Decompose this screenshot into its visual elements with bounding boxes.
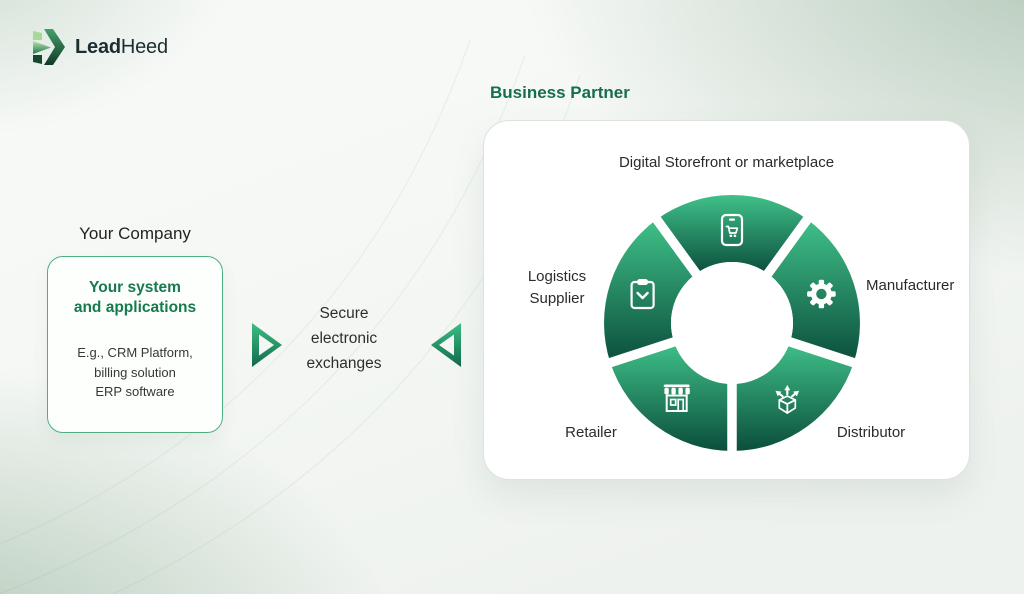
brand-name-light: Heed	[120, 35, 168, 58]
arrow-right-icon	[252, 323, 282, 367]
exchange-label-line1: Secure	[319, 305, 369, 322]
your-company-card: Your system and applications E.g., CRM P…	[47, 256, 223, 433]
segment-label-logistics-supplier: Logistics Supplier	[527, 268, 587, 307]
partner-cycle-diagram	[597, 194, 867, 458]
arrow-left-icon	[431, 323, 461, 367]
gear-icon	[807, 279, 836, 309]
segment-label-retailer: Retailer	[565, 424, 617, 441]
brand-name-bold: Lead	[75, 35, 121, 58]
system-title-line2: and applications	[73, 299, 197, 317]
system-examples-line1: E.g., CRM Platform,	[77, 344, 193, 360]
leadheed-logo-icon	[33, 29, 65, 65]
box-arrows-icon	[775, 385, 800, 414]
system-examples-line2: billing solution	[94, 364, 176, 380]
donut-hole	[671, 262, 793, 384]
business-partner-heading: Business Partner	[490, 83, 630, 102]
system-title: Your system and applications	[48, 278, 222, 319]
system-examples-line3: ERP software	[95, 384, 175, 400]
brand-logo[interactable]: LeadHeed	[32, 28, 168, 66]
segment-label-distributor: Distributor	[836, 424, 906, 441]
exchange-label-line3: exchanges	[306, 355, 382, 372]
segment-label-digital-storefront: Digital Storefront or marketplace	[618, 154, 835, 171]
clipboard-check-icon	[630, 279, 655, 310]
segment-label-manufacturer: Manufacturer	[866, 277, 955, 294]
phone-cart-icon	[720, 213, 744, 247]
exchange-label: Secure electronic exchanges	[284, 301, 404, 376]
segment-digital-storefront	[656, 194, 808, 274]
system-examples: E.g., CRM Platform, billing solution ERP…	[48, 343, 222, 402]
business-partner-card: Digital Storefront or marketplace	[483, 120, 970, 480]
brand-name: LeadHeed	[75, 36, 168, 59]
segment-logistics-supplier	[604, 219, 697, 363]
system-title-line1: Your system	[89, 279, 181, 296]
your-company-heading: Your Company	[79, 224, 191, 243]
storefront-icon	[663, 384, 690, 412]
exchange-label-line2: electronic	[310, 330, 378, 347]
